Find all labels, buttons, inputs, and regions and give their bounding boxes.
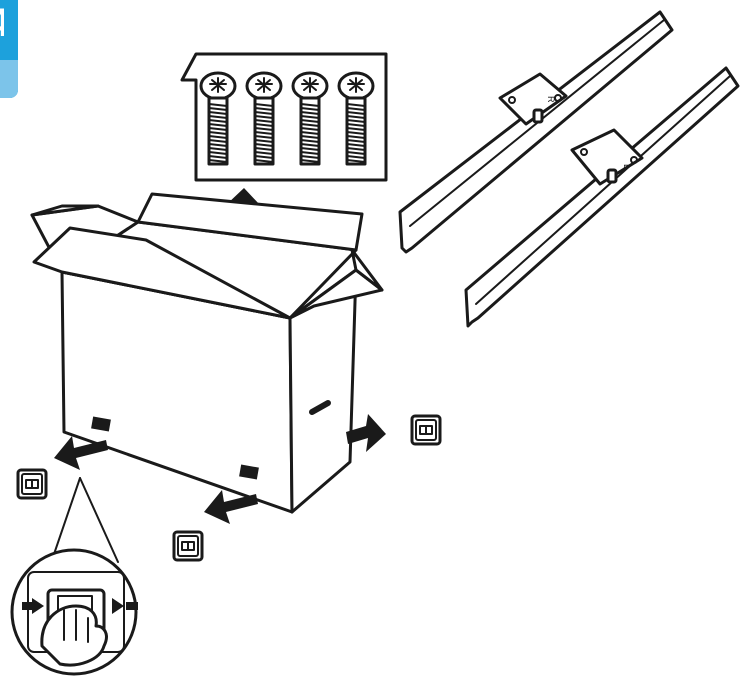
- box-hand-hole: [309, 400, 331, 415]
- clip-release-arrows: [54, 414, 386, 524]
- step-number: 4: [0, 2, 4, 52]
- screws-panel: [180, 52, 388, 182]
- clip-detail-callout: [10, 477, 138, 676]
- box-clip-icon: [410, 414, 442, 446]
- screw-icon: [291, 71, 329, 166]
- stand-side-mark: L: [622, 164, 632, 169]
- box-clip-icon: [172, 530, 204, 562]
- clip-icons: [16, 414, 442, 562]
- stand-mount-plate: [570, 128, 644, 186]
- packaging-box: [30, 192, 384, 514]
- screws-group: [199, 71, 375, 166]
- box-clip-icon: [16, 468, 48, 500]
- stand-legs: RL: [398, 10, 740, 328]
- screw-icon: [337, 71, 375, 166]
- stand-side-mark: R: [546, 96, 556, 103]
- box-bottom-clip: [239, 464, 259, 480]
- stand-leg: R: [398, 10, 674, 254]
- step-tab: 4: [0, 0, 18, 98]
- stand-mount-plate: [498, 72, 568, 126]
- box-bottom-clip: [91, 416, 111, 432]
- screw-icon: [199, 71, 237, 166]
- stand-leg: L: [464, 66, 740, 328]
- screw-icon: [245, 71, 283, 166]
